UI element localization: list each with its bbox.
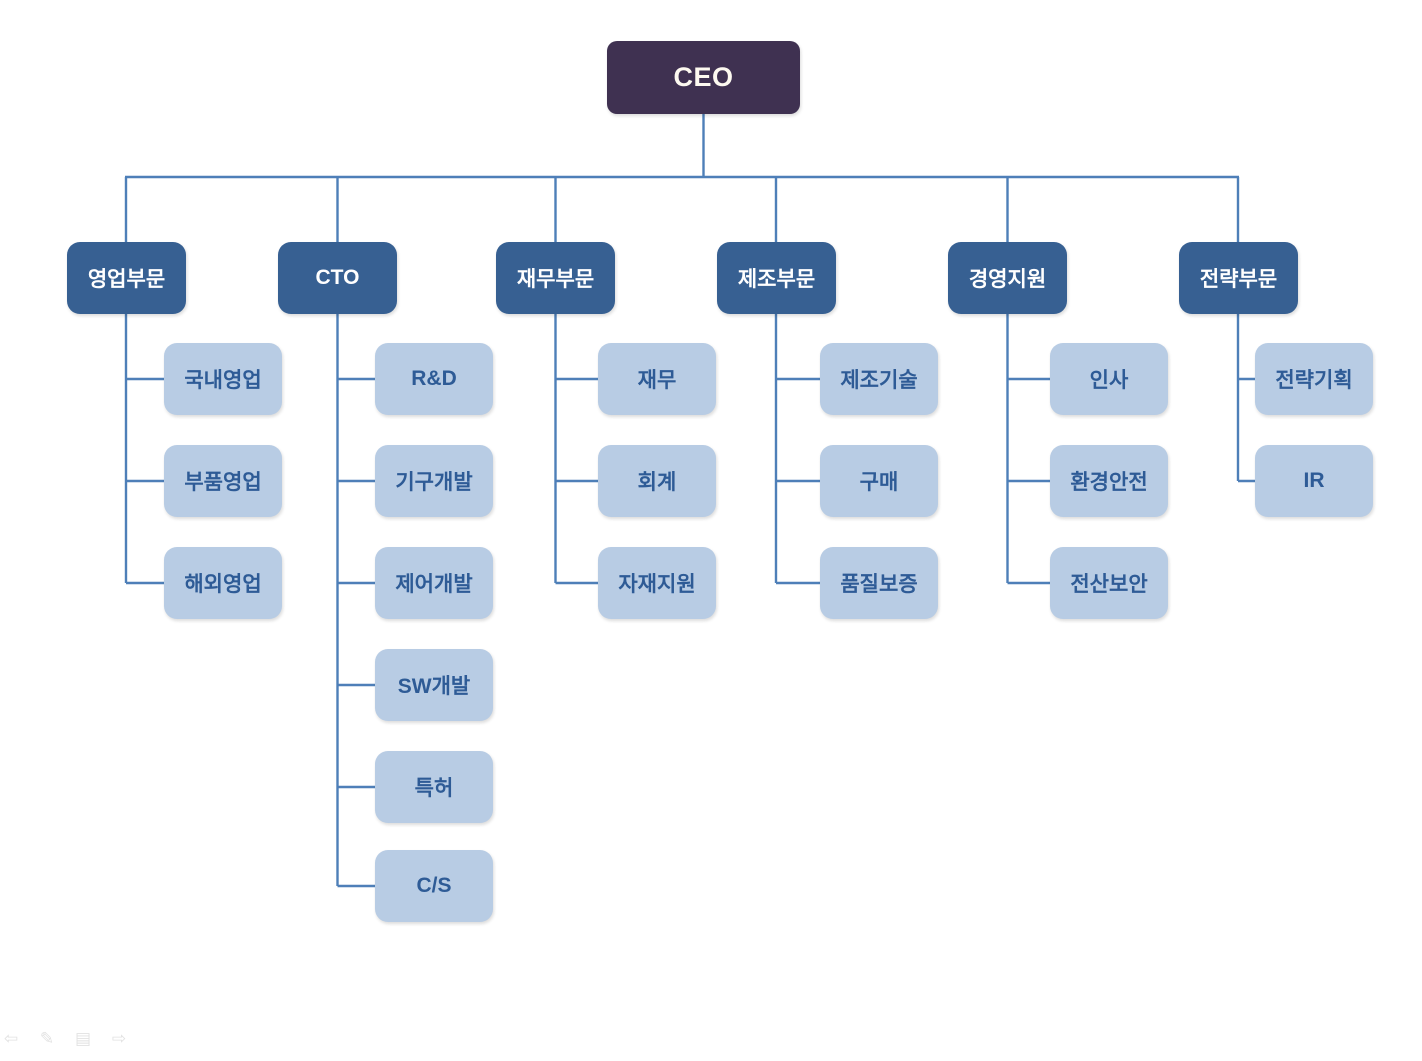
org-node-label: 제조기술 — [840, 369, 918, 392]
previous-slide-icon[interactable]: ⇦ — [3, 1029, 19, 1048]
org-node-label: 영업부문 — [87, 268, 166, 291]
org-node-label: R&D — [411, 367, 457, 390]
pen-tool-icon[interactable]: ✎ — [39, 1029, 55, 1048]
org-node-label: 구매 — [859, 471, 899, 494]
org-node-dept: 환경안전 — [1050, 445, 1168, 517]
org-node-dept: 부품영업 — [164, 445, 282, 517]
org-node-dept: 특허 — [375, 751, 493, 823]
org-node-label: CTO — [315, 266, 360, 289]
org-node-dept: 품질보증 — [820, 547, 938, 619]
org-node-dept: 제어개발 — [375, 547, 493, 619]
org-node-dept: 전산보안 — [1050, 547, 1168, 619]
org-node-label: SW개발 — [397, 675, 471, 698]
org-node-dept: C/S — [375, 850, 493, 922]
org-node-label: C/S — [416, 874, 452, 897]
org-node-dept: 재무 — [598, 343, 716, 415]
org-node-label: 전략부문 — [1199, 268, 1278, 291]
org-node-division-manufacturing: 제조부문 — [717, 242, 836, 314]
org-node-dept: 구매 — [820, 445, 938, 517]
org-node-dept: 회계 — [598, 445, 716, 517]
org-node-label: 환경안전 — [1070, 471, 1148, 494]
org-node-label: 국내영업 — [184, 369, 262, 392]
org-node-label: 제어개발 — [395, 573, 473, 596]
org-node-label: 재무부문 — [516, 268, 595, 291]
slide-menu-icon[interactable]: ▤ — [74, 1029, 92, 1048]
org-node-dept: R&D — [375, 343, 493, 415]
org-node-label: 품질보증 — [840, 573, 918, 596]
org-node-label: 부품영업 — [184, 471, 262, 494]
org-node-label: CEO — [673, 62, 734, 92]
org-node-label: 특허 — [414, 777, 454, 800]
org-node-division-cto: CTO — [278, 242, 397, 314]
org-node-dept: 자재지원 — [598, 547, 716, 619]
org-node-dept: 제조기술 — [820, 343, 938, 415]
org-node-label: 해외영업 — [184, 573, 262, 596]
org-node-dept: 인사 — [1050, 343, 1168, 415]
org-node-label: 기구개발 — [395, 471, 473, 494]
slideshow-toolbar: ⇦ ✎ ▤ ⇨ — [2, 1029, 128, 1048]
org-node-label: 전략기획 — [1275, 369, 1353, 392]
org-node-label: 재무 — [637, 369, 677, 392]
next-slide-icon[interactable]: ⇨ — [111, 1029, 127, 1048]
org-node-label: IR — [1303, 469, 1325, 492]
org-node-division-sales: 영업부문 — [67, 242, 186, 314]
org-node-dept: 해외영업 — [164, 547, 282, 619]
org-node-division-management-support: 경영지원 — [948, 242, 1067, 314]
org-node-ceo: CEO — [607, 41, 800, 114]
org-node-division-finance: 재무부문 — [496, 242, 615, 314]
org-node-label: 회계 — [637, 471, 677, 494]
org-node-dept: 국내영업 — [164, 343, 282, 415]
org-node-dept: IR — [1255, 445, 1373, 517]
org-node-label: 자재지원 — [618, 573, 696, 596]
org-node-dept: SW개발 — [375, 649, 493, 721]
org-node-label: 전산보안 — [1070, 573, 1148, 596]
org-node-label: 인사 — [1089, 369, 1129, 392]
org-node-label: 제조부문 — [737, 268, 816, 291]
org-node-dept: 기구개발 — [375, 445, 493, 517]
org-node-division-strategy: 전략부문 — [1179, 242, 1298, 314]
org-node-dept: 전략기획 — [1255, 343, 1373, 415]
org-node-label: 경영지원 — [968, 268, 1047, 291]
